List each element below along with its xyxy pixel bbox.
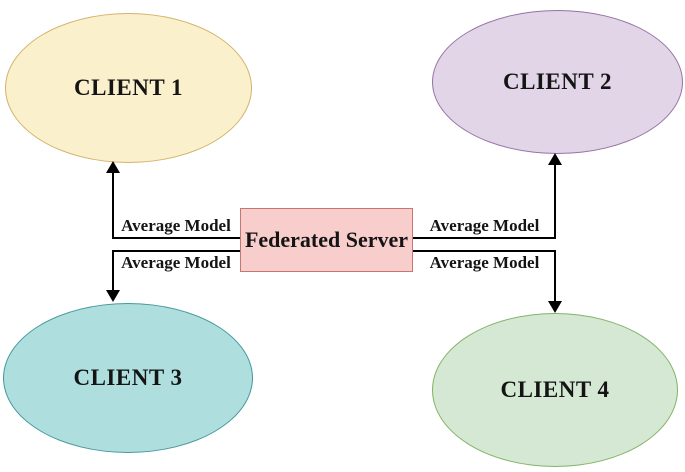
edge-server-client3-vline	[112, 250, 114, 291]
node-client3: CLIENT 3	[3, 303, 253, 453]
node-federated-server-label: Federated Server	[244, 227, 409, 252]
arrowhead-client4-icon	[548, 301, 562, 313]
edge-server-client4-hline	[413, 250, 556, 252]
node-client4: CLIENT 4	[432, 313, 678, 467]
node-client4-label: CLIENT 4	[500, 377, 610, 402]
node-client1-label: CLIENT 1	[73, 75, 184, 100]
edge-server-client2-hline	[413, 237, 556, 239]
node-federated-server: Federated Server	[240, 208, 413, 272]
node-client3-label: CLIENT 3	[73, 365, 183, 390]
edge-label-average-model-left-bottom: Average Model	[121, 253, 231, 272]
arrowhead-client2-icon	[548, 153, 562, 165]
arrowhead-client1-icon	[106, 161, 120, 173]
edge-server-client4-vline	[554, 250, 556, 302]
node-client1: CLIENT 1	[5, 13, 252, 163]
edge-label-average-model-right-top: Average Model	[429, 216, 540, 235]
edge-label-average-model-left-top: Average Model	[121, 216, 231, 235]
edge-server-client3-hline	[112, 250, 240, 252]
arrowhead-client3-icon	[106, 290, 120, 302]
edge-server-client1-hline	[112, 237, 240, 239]
node-client2-label: CLIENT 2	[502, 69, 613, 94]
node-client2: CLIENT 2	[432, 10, 683, 154]
edge-label-average-model-right-bottom: Average Model	[429, 253, 540, 272]
edge-server-client2-vline	[554, 163, 556, 239]
edge-server-client1-vline	[112, 171, 114, 239]
